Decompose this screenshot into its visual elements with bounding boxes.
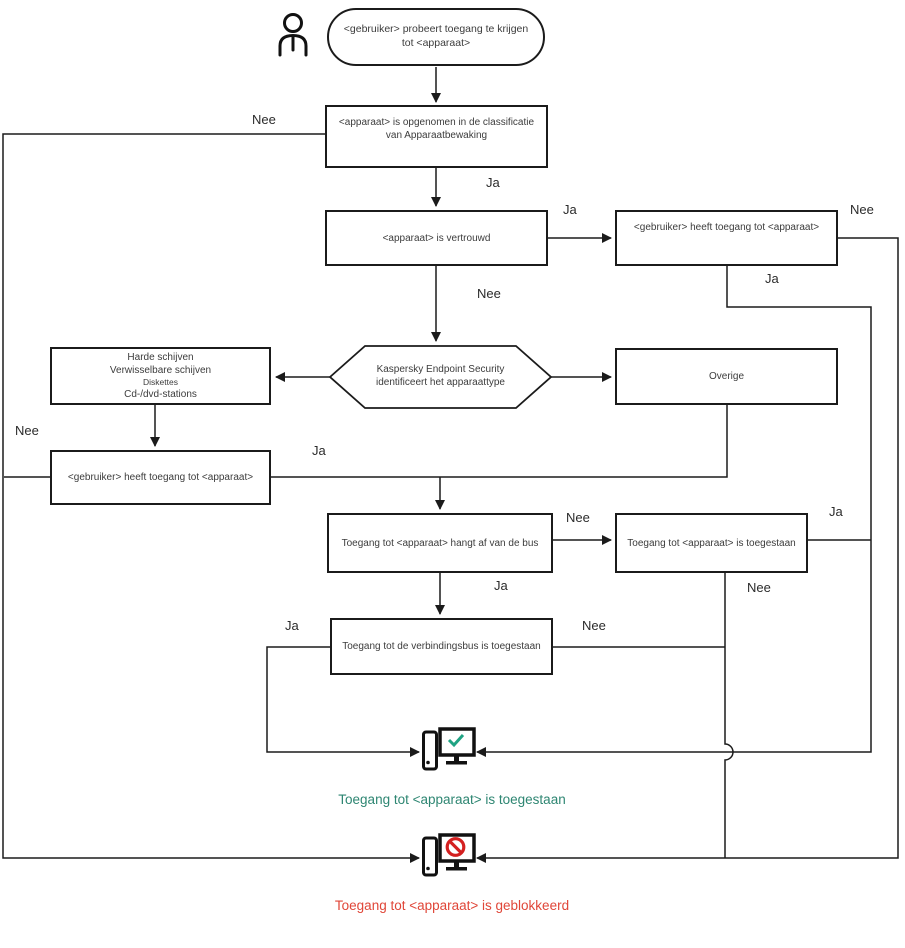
node-classification: <apparaat> is opgenomen in de classifica…: [325, 105, 548, 168]
node-user-access-top-label: <gebruiker> heeft toegang tot <apparaat>: [633, 222, 820, 233]
edge-label-classification-no: Nee: [252, 112, 276, 127]
edge-label-usertop-yes: Ja: [765, 271, 779, 286]
node-start-label: <gebruiker> probeert toegang te krijgen …: [343, 23, 529, 49]
edge-label-trusted-no: Nee: [477, 286, 501, 301]
device-type-item: Harde schijven: [127, 351, 194, 363]
edge-allowedbox-no-hop: [724, 573, 734, 858]
node-user-access-top: <gebruiker> heeft toegang tot <apparaat>: [615, 210, 838, 266]
result-allowed-text: Toegang tot <apparaat> is toegestaan: [338, 792, 566, 807]
node-device-types: Harde schijven Verwisselbare schijven Di…: [50, 347, 271, 405]
node-identify-line2: identificeert het apparaattype: [376, 377, 505, 388]
device-type-item: Diskettes: [143, 376, 178, 387]
edge-label-allowed-yes: Ja: [829, 504, 843, 519]
edge-usertop-no-to-blocked: [476, 237, 899, 863]
edge-userleft-yes-trunk: [271, 405, 728, 478]
device-type-item: Cd-/dvd-stations: [124, 389, 197, 401]
edge-usertop-yes-to-allowed: [476, 266, 872, 757]
edge-label-conn-no: Nee: [582, 618, 606, 633]
node-bus-dependent-label: Toegang tot <apparaat> hangt af van de b…: [341, 537, 539, 549]
edge-label-bus-yes: Ja: [494, 578, 508, 593]
node-identify-line1: Kaspersky Endpoint Security: [376, 364, 505, 375]
node-bus-dependent: Toegang tot <apparaat> hangt af van de b…: [327, 513, 553, 573]
node-access-allowed-label: Toegang tot <apparaat> is toegestaan: [627, 537, 796, 549]
node-bus-allowed: Toegang tot de verbindingsbus is toegest…: [330, 618, 553, 675]
person-icon: [278, 13, 308, 57]
result-blocked-text: Toegang tot <apparaat> is geblokkeerd: [334, 898, 570, 913]
edge-classification-no-to-blocked: [2, 133, 420, 863]
identify-hexagon: [328, 345, 553, 409]
node-bus-allowed-label: Toegang tot de verbindingsbus is toegest…: [342, 641, 541, 652]
edge-label-allowed-no: Nee: [747, 580, 771, 595]
node-user-access-left-label: <gebruiker> heeft toegang tot <apparaat>: [67, 472, 254, 483]
edge-label-usertop-no: Nee: [850, 202, 874, 217]
node-identify: Kaspersky Endpoint Security identificeer…: [335, 347, 546, 405]
node-other-label: Overige: [708, 371, 744, 382]
computer-blocked-icon: [421, 833, 476, 877]
node-trusted: <apparaat> is vertrouwd: [325, 210, 548, 266]
computer-allowed-icon: [421, 727, 476, 771]
node-other: Overige: [615, 348, 838, 405]
edge-label-userleft-yes: Ja: [312, 443, 326, 458]
device-type-item: Verwisselbare schijven: [109, 364, 212, 376]
edge-label-trusted-yes: Ja: [563, 202, 577, 217]
node-start: <gebruiker> probeert toegang te krijgen …: [327, 8, 545, 66]
node-trusted-label: <apparaat> is vertrouwd: [382, 232, 491, 244]
edge-label-bus-no: Nee: [566, 510, 590, 525]
node-user-access-left: <gebruiker> heeft toegang tot <apparaat>: [50, 450, 271, 505]
edge-label-userleft-no: Nee: [15, 423, 39, 438]
edge-label-classification-yes: Ja: [486, 175, 500, 190]
edge-label-conn-yes: Ja: [285, 618, 299, 633]
edge-conn-yes-to-allowed: [266, 646, 420, 757]
flow-edges: [2, 67, 899, 863]
node-classification-label: <apparaat> is opgenomen in de classifica…: [338, 117, 535, 141]
node-access-allowed: Toegang tot <apparaat> is toegestaan: [615, 513, 808, 573]
